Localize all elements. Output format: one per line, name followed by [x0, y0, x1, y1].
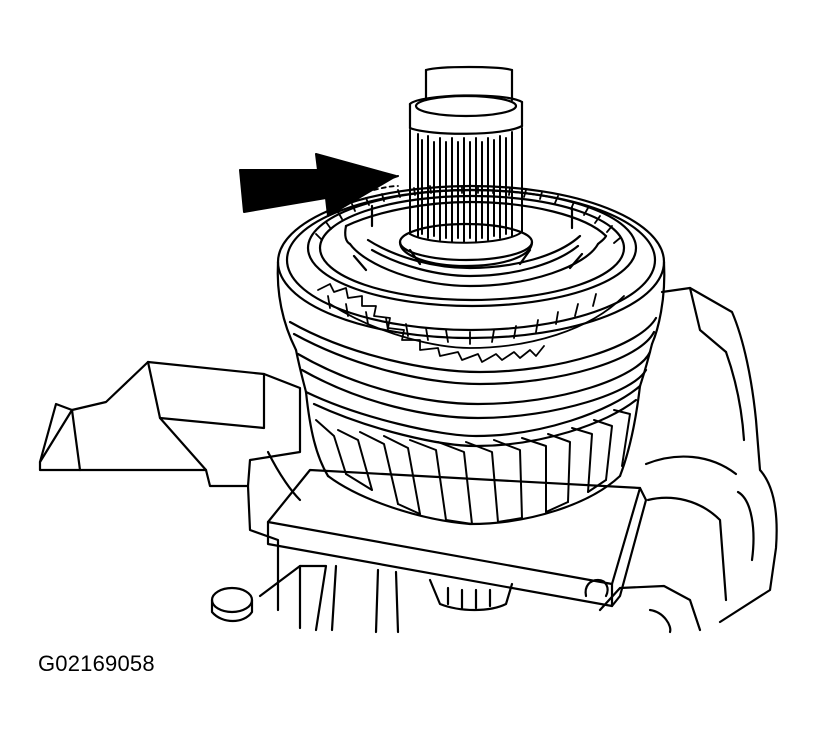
support-plate: [268, 470, 646, 610]
shaft: [426, 70, 512, 100]
blocker-ring: [308, 190, 636, 306]
needle-bearing: [410, 128, 522, 243]
helical-gear: [306, 386, 640, 524]
gear-bottom-edge: [328, 476, 620, 524]
bolt-boss-left: [212, 588, 252, 612]
left-housing-block: [40, 362, 300, 486]
arrow-shape: [240, 154, 396, 216]
transmission-gear-diagram: [0, 0, 824, 640]
sleeve-teeth: [318, 284, 624, 362]
transmission-case: [40, 288, 777, 632]
synchronizer-assembly: [278, 186, 665, 418]
figure-id-label: G02169058: [38, 651, 155, 676]
right-housing-block: [662, 288, 777, 622]
shaft-and-bearing: [400, 67, 532, 266]
sleeve-groove-upper: [290, 318, 656, 372]
sleeve-groove-lower: [298, 352, 650, 404]
indicator-arrow: [240, 154, 398, 216]
